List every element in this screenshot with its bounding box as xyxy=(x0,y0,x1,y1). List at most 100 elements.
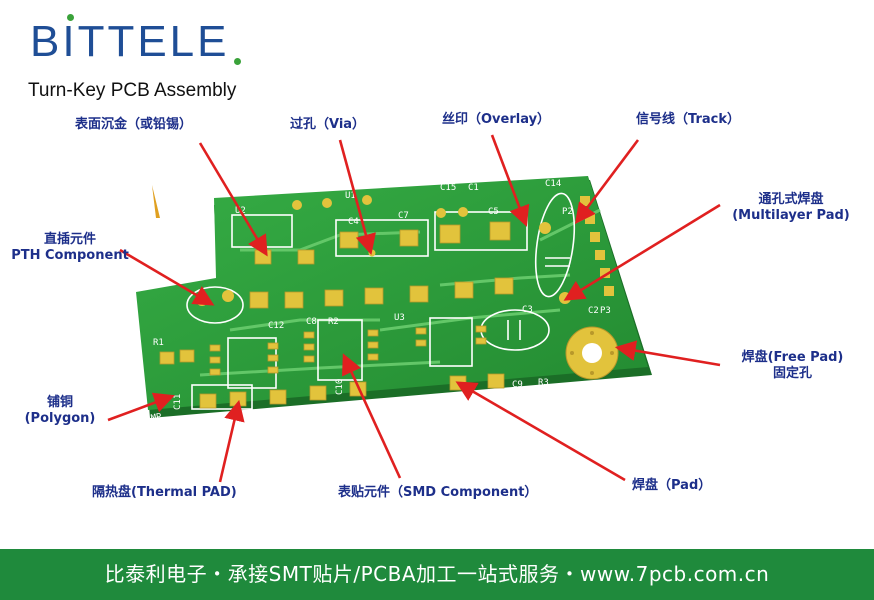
via xyxy=(368,249,376,257)
pth-pad xyxy=(222,290,234,302)
silk-outline xyxy=(335,219,429,257)
silk-ref: C8 xyxy=(306,317,317,327)
label-thermal: 隔热盘(Thermal PAD) xyxy=(92,485,237,500)
smd-pad-group xyxy=(159,221,514,409)
via xyxy=(362,195,372,205)
smd-pad xyxy=(209,356,221,364)
silk-outline xyxy=(534,192,576,298)
silk-outline xyxy=(191,384,253,410)
smd-pad xyxy=(267,342,279,350)
label-pth-cn: 直插元件 xyxy=(43,232,96,247)
arrow-enig xyxy=(198,142,268,257)
header-pin xyxy=(604,286,614,296)
smd-pad xyxy=(303,343,315,351)
smd-pad xyxy=(209,368,221,376)
smd-pad xyxy=(399,229,419,247)
label-free-pad-cn: 焊盘(Free Pad) xyxy=(741,350,844,365)
arrow-polygon xyxy=(107,392,175,422)
smd-pad xyxy=(297,249,315,265)
silk-ref: C4 xyxy=(348,217,359,227)
header-pin xyxy=(590,232,600,242)
brand-logo: BITTELE xyxy=(30,17,230,66)
smd-pad xyxy=(179,349,195,363)
arrow-thermal xyxy=(218,399,245,483)
silkscreen-group xyxy=(186,192,576,410)
arrow-track xyxy=(574,139,640,225)
silk-ref: C3 xyxy=(522,305,533,315)
smd-pad xyxy=(309,385,327,401)
label-polygon-cn: 铺铜 xyxy=(46,395,73,410)
via xyxy=(322,198,332,208)
smd-pad xyxy=(209,344,221,352)
smd-pad xyxy=(494,277,514,295)
spark-decoration xyxy=(152,185,160,218)
arrow-pad xyxy=(455,381,626,482)
ring-dot xyxy=(590,331,594,335)
header-pin xyxy=(580,196,590,206)
arrow-smd xyxy=(342,353,402,479)
logo-dot xyxy=(67,14,74,21)
label-pth: 直插元件 PTH Component xyxy=(10,232,130,265)
smd-pad xyxy=(269,389,287,405)
label-pth-en: PTH Component xyxy=(11,248,129,264)
smd-pad xyxy=(475,325,487,333)
smd-pad xyxy=(303,355,315,363)
via xyxy=(292,200,302,210)
header-pin xyxy=(600,268,610,278)
silk-ref: R3 xyxy=(538,378,549,388)
brand-tagline: Turn-Key PCB Assembly xyxy=(28,80,237,101)
label-polygon: 铺铜 (Polygon) xyxy=(10,395,110,428)
silk-ref: C11 xyxy=(173,394,183,410)
smd-pad xyxy=(254,249,272,265)
callout-arrow-group xyxy=(107,134,721,483)
arrow-pth xyxy=(119,248,215,306)
silk-ref: C1 xyxy=(468,183,479,193)
header-pin xyxy=(585,214,595,224)
ring-dot xyxy=(570,351,574,355)
footer-banner: 比泰利电子・承接SMT贴片/PCBA加工一站式服务・www.7pcb.com.c… xyxy=(0,549,874,600)
smd-pad xyxy=(367,353,379,361)
smd-pad xyxy=(439,224,461,244)
smd-pad xyxy=(487,373,505,389)
trace xyxy=(199,360,441,377)
silk-ref: U1 xyxy=(345,191,356,201)
smd-pad xyxy=(303,331,315,339)
smd-pad xyxy=(489,221,511,241)
label-polygon-en: (Polygon) xyxy=(24,411,96,427)
label-free-pad-cn2: 固定孔 xyxy=(772,366,812,382)
arrow-via xyxy=(338,139,376,256)
smd-pad xyxy=(415,339,427,347)
smd-pad xyxy=(159,351,175,365)
via xyxy=(458,207,468,217)
header-pin xyxy=(595,250,605,260)
ring-dot xyxy=(590,371,594,375)
label-smd: 表贴元件（SMD Component） xyxy=(338,485,538,500)
label-track: 信号线（Track） xyxy=(636,112,740,127)
smd-pad xyxy=(449,375,467,391)
smd-pad xyxy=(284,291,304,309)
via xyxy=(436,208,446,218)
mounting-hole xyxy=(582,343,602,363)
arrow-freepad xyxy=(614,340,721,367)
silk-outline xyxy=(434,211,528,251)
label-free-pad: 焊盘(Free Pad) 固定孔 xyxy=(720,350,865,383)
silk-ref: U3 xyxy=(394,313,405,323)
silk-ref: C14 xyxy=(545,179,561,189)
arrow-overlay xyxy=(490,134,530,227)
smd-pad xyxy=(267,354,279,362)
silk-outline xyxy=(186,286,244,324)
silk-outline xyxy=(317,319,363,381)
silk-ref: P2 xyxy=(562,207,573,217)
label-multilayer-cn: 通孔式焊盘 xyxy=(758,192,824,207)
smd-pad xyxy=(454,281,474,299)
smd-pad xyxy=(367,329,379,337)
silk-ref: C10 xyxy=(335,379,345,395)
label-enig: 表面沉金（或铅锡） xyxy=(75,117,193,132)
smd-pad xyxy=(475,337,487,345)
label-pad: 焊盘（Pad） xyxy=(632,478,712,493)
label-multilayer-en: (Multilayer Pad) xyxy=(732,208,850,224)
silk-ref: C15 xyxy=(440,183,456,193)
smd-pad xyxy=(229,391,247,407)
label-via: 过孔（Via） xyxy=(290,117,366,132)
